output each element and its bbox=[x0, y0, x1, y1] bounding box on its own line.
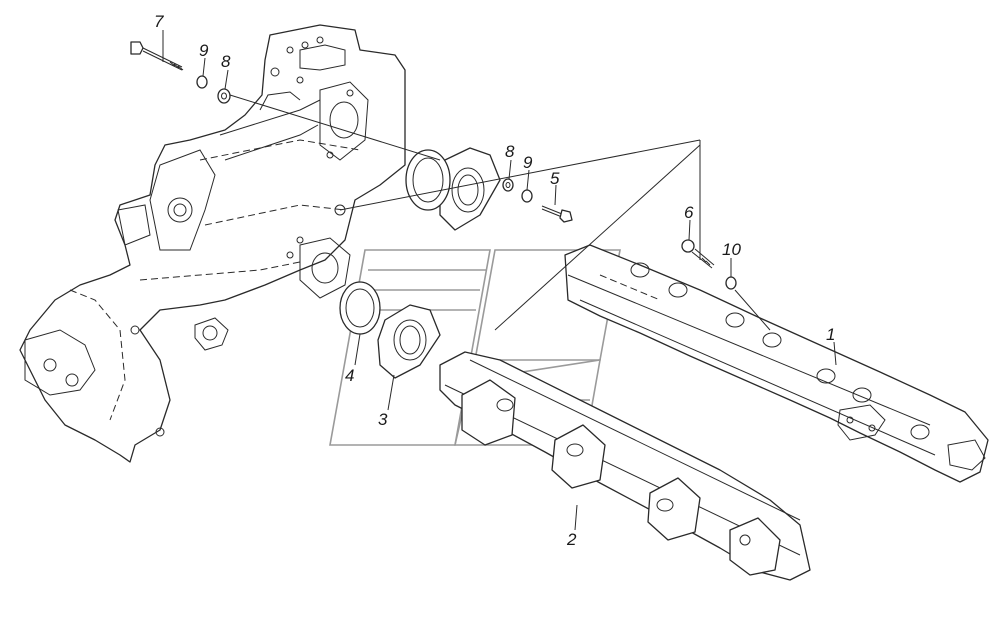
part-4-gasket-upper bbox=[405, 149, 451, 211]
part-4-gasket-lower bbox=[339, 281, 381, 335]
leader-lines bbox=[162, 30, 837, 531]
callout-6: 6 bbox=[684, 203, 694, 222]
timing-case-housing bbox=[19, 24, 406, 463]
part-6-stud bbox=[681, 239, 715, 269]
callout-7: 7 bbox=[154, 12, 164, 31]
part-7-bolt bbox=[130, 41, 184, 71]
part-9-washer-right bbox=[521, 189, 533, 203]
part-10-washer bbox=[725, 276, 737, 290]
assembly-lines bbox=[229, 94, 771, 331]
part-1-manifold bbox=[564, 244, 989, 483]
callout-1: 1 bbox=[826, 325, 835, 344]
callout-9: 9 bbox=[199, 41, 209, 60]
callout-10: 10 bbox=[722, 240, 741, 259]
callout-4: 4 bbox=[345, 366, 354, 385]
part-2-manifold bbox=[439, 351, 811, 581]
part-8-washer-left bbox=[217, 88, 231, 104]
callout-2: 2 bbox=[566, 530, 577, 549]
callout-8-right: 8 bbox=[505, 142, 515, 161]
part-9-washer-left bbox=[196, 75, 208, 89]
callout-3: 3 bbox=[378, 410, 388, 429]
part-3-flange-lower bbox=[377, 304, 441, 379]
callouts: 7 9 8 8 9 5 6 10 1 4 3 2 bbox=[154, 12, 835, 549]
callout-9-right: 9 bbox=[523, 153, 533, 172]
part-8-washer-right bbox=[502, 178, 514, 192]
part-5-bolt bbox=[541, 205, 573, 223]
callout-5: 5 bbox=[550, 169, 560, 188]
callout-8: 8 bbox=[221, 52, 231, 71]
